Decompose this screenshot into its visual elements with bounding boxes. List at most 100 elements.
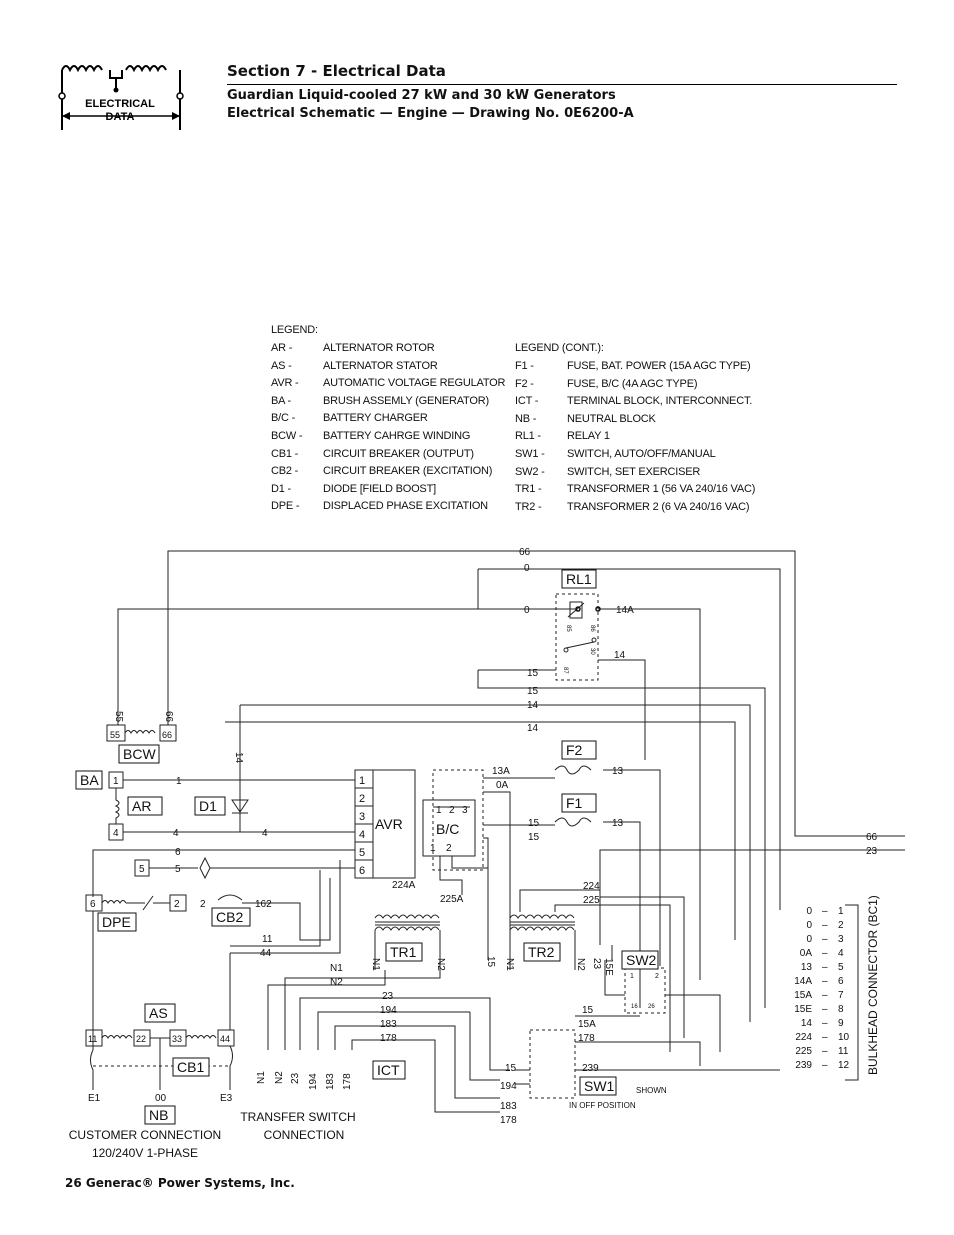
legend-desc: TRANSFORMER 2 (6 VA 240/16 VAC) bbox=[567, 500, 750, 513]
bulkhead-wire: 0 bbox=[806, 906, 812, 917]
bulkhead-dash: – bbox=[822, 948, 828, 959]
legend-abbr: CB1 - bbox=[271, 447, 299, 460]
wire-label: 44 bbox=[220, 1034, 230, 1044]
avr-label: AVR bbox=[375, 816, 403, 832]
wire-label: 15 bbox=[527, 668, 539, 679]
bulkhead-dash: – bbox=[822, 1018, 828, 1029]
legend-desc: SWITCH, AUTO/OFF/MANUAL bbox=[567, 448, 716, 460]
logo-text-electrical: ELECTRICAL bbox=[85, 98, 155, 110]
wire-label: 15 bbox=[527, 686, 539, 697]
wire-label: 23 bbox=[382, 991, 394, 1002]
wire-label: N1 bbox=[504, 958, 515, 971]
bulkhead-dash: – bbox=[822, 1060, 828, 1071]
subtitle-drawing: Electrical Schematic — Engine — Drawing … bbox=[227, 106, 634, 121]
sw1-box bbox=[579, 1076, 617, 1096]
wire-label: 14 bbox=[233, 752, 244, 764]
section-title: Section 7 - Electrical Data bbox=[227, 62, 446, 80]
legend-desc: CIRCUIT BREAKER (OUTPUT) bbox=[323, 447, 474, 460]
wire-label: 15 bbox=[528, 818, 540, 829]
bulkhead-wire: 224 bbox=[795, 1032, 812, 1043]
wire-label: 14 bbox=[527, 723, 539, 734]
bc-terminal-3: 3 bbox=[462, 805, 468, 816]
sw1-label: SW1 bbox=[584, 1078, 615, 1094]
legend-desc: NEUTRAL BLOCK bbox=[567, 412, 656, 425]
legend-desc: ALTERNATOR ROTOR bbox=[323, 342, 435, 354]
avr-terminal: 3 bbox=[359, 811, 365, 823]
bulkhead-connector-label: BULKHEAD CONNECTOR (BC1) bbox=[866, 895, 880, 1075]
wire-label: 5 bbox=[139, 864, 145, 875]
wire-label: 26 bbox=[648, 1004, 655, 1010]
rl1-label: RL1 bbox=[566, 571, 592, 587]
wire-label: 16 bbox=[631, 1004, 638, 1010]
bcw-box bbox=[118, 744, 160, 764]
bc-terminal-1b: 1 bbox=[430, 843, 436, 854]
legend-abbr: AVR - bbox=[271, 377, 299, 390]
tr1-label: TR1 bbox=[390, 944, 417, 960]
wire-label: 30 bbox=[589, 648, 595, 655]
avr-terminal: 4 bbox=[359, 829, 365, 841]
cb1-box bbox=[172, 1057, 210, 1077]
wire-label: 33 bbox=[172, 1034, 182, 1044]
page-footer: 26 Generac® Power Systems, Inc. bbox=[65, 1176, 295, 1190]
legend-abbr: NB - bbox=[515, 412, 537, 425]
bulkhead-wire: 0A bbox=[800, 948, 813, 959]
legend-abbr: BA - bbox=[271, 394, 291, 407]
wire-label: 13 bbox=[612, 818, 624, 829]
wire-label: 224 bbox=[583, 881, 600, 892]
wire-label: 23 bbox=[290, 1072, 301, 1084]
legend-desc: BATTERY CHARGER bbox=[323, 412, 428, 425]
legend: LEGEND: LEGEND (CONT.): AR -ALTERNATOR R… bbox=[271, 324, 755, 524]
wire-label: 23 bbox=[591, 958, 602, 970]
shown-caption: SHOWN bbox=[636, 1086, 667, 1095]
ar-box bbox=[127, 796, 163, 816]
wire-label: 239 bbox=[582, 1063, 599, 1074]
ict-label: ICT bbox=[377, 1062, 400, 1078]
bulkhead-wire: 15A bbox=[794, 990, 812, 1001]
wire-label: 0 bbox=[524, 563, 530, 574]
wire-label: 4 bbox=[262, 828, 268, 839]
bulkhead-dash: – bbox=[822, 1046, 828, 1057]
d1-box bbox=[194, 796, 226, 816]
bulkhead-wire: 14A bbox=[794, 976, 812, 987]
cb1-label: CB1 bbox=[177, 1059, 204, 1075]
wire-label: N1 bbox=[256, 1071, 267, 1084]
legend-desc: FUSE, BAT. POWER (15A AGC TYPE) bbox=[567, 360, 751, 372]
dpe-box bbox=[97, 912, 137, 932]
wire-label: 87 bbox=[562, 667, 568, 674]
bulkhead-dash: – bbox=[822, 1032, 828, 1043]
wire-label: 13A bbox=[492, 766, 510, 777]
wire-label: N1 bbox=[370, 958, 381, 971]
wire-label: 224A bbox=[392, 880, 416, 891]
wire-label: 11 bbox=[262, 934, 273, 945]
wire-label: 4 bbox=[113, 828, 119, 839]
bc-terminal-1: 1 bbox=[436, 805, 442, 816]
wire-label: 14 bbox=[527, 700, 539, 711]
wire-label: 66 bbox=[163, 711, 174, 723]
wire-label: 44 bbox=[260, 948, 272, 959]
bulkhead-dash: – bbox=[822, 990, 828, 1001]
header-rule bbox=[227, 84, 897, 85]
legend-abbr: CB2 - bbox=[271, 465, 299, 478]
subtitle-models: Guardian Liquid-cooled 27 kW and 30 kW G… bbox=[227, 88, 616, 103]
bulkhead-dash: – bbox=[822, 1004, 828, 1015]
wire-label: 194 bbox=[500, 1081, 517, 1092]
bulkhead-pin: 1 bbox=[838, 906, 844, 917]
wire-label: N2 bbox=[274, 1071, 285, 1084]
wire-label: 66 bbox=[162, 730, 172, 740]
wire-label: 6 bbox=[175, 847, 181, 858]
wire-label: 15 bbox=[485, 956, 496, 968]
wire-label: 2 bbox=[655, 973, 659, 980]
wire-label: 194 bbox=[308, 1073, 319, 1090]
logo-text-data: DATA bbox=[106, 111, 135, 123]
ba-label: BA bbox=[80, 772, 99, 788]
transfer-connection-caption: CONNECTION bbox=[264, 1128, 345, 1142]
rl1-symbols bbox=[575, 606, 601, 612]
wire-label: N2 bbox=[575, 958, 586, 971]
legend-desc: CIRCUIT BREAKER (EXCITATION) bbox=[323, 465, 493, 478]
wire-label: 6 bbox=[90, 899, 96, 910]
wire-label: 15E bbox=[603, 958, 614, 976]
rl1-box bbox=[561, 569, 597, 589]
ba-box bbox=[75, 770, 103, 790]
wire-label: 11 bbox=[88, 1034, 97, 1044]
bulkhead-dash: – bbox=[822, 976, 828, 987]
